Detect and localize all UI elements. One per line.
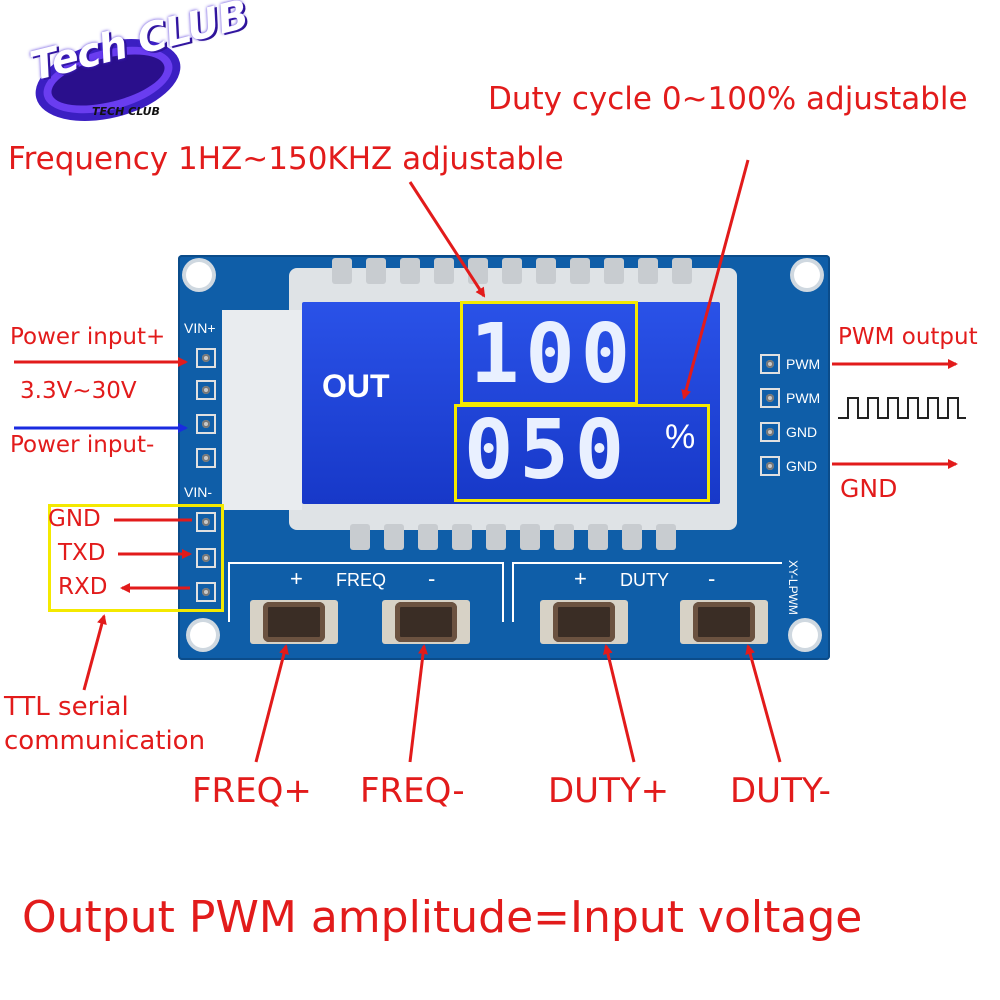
txd-label: TXD xyxy=(58,540,106,566)
duty-group-line xyxy=(512,562,514,622)
mount-hole-top-left xyxy=(186,262,212,288)
freq-plus-button[interactable] xyxy=(263,602,325,642)
lcd-pin xyxy=(468,258,488,284)
voltage-range-label: 3.3V~30V xyxy=(20,378,137,404)
silk-pwm-2: PWM xyxy=(786,390,821,406)
logo-tagline: TECH CLUB xyxy=(92,105,160,118)
lcd-glass xyxy=(222,310,302,510)
mount-hole-bottom-left xyxy=(190,622,216,648)
output-pin-pwm-2 xyxy=(760,388,780,408)
power-pin-4 xyxy=(196,448,216,468)
silk-freq-minus: - xyxy=(428,566,436,591)
duty-plus-arrow xyxy=(603,644,636,763)
power-input-plus-label: Power input+ xyxy=(10,324,166,350)
output-pin-gnd-2 xyxy=(760,456,780,476)
freq-minus-label: FREQ- xyxy=(360,771,465,811)
duty-minus-button[interactable] xyxy=(693,602,755,642)
pwm-waveform-icon xyxy=(838,397,966,419)
silk-freq-plus: + xyxy=(290,566,303,591)
lcd-pin xyxy=(332,258,352,284)
duty-cycle-annotation: Duty cycle 0~100% adjustable xyxy=(488,81,968,117)
lcd-pin xyxy=(452,524,472,550)
lcd-pin xyxy=(588,524,608,550)
duty-group-line xyxy=(512,562,782,564)
power-pin-1 xyxy=(196,348,216,368)
lcd-pin xyxy=(570,258,590,284)
lcd-pin xyxy=(554,524,574,550)
lcd-percent-unit: % xyxy=(665,418,696,456)
serial-pin-rxd xyxy=(196,582,216,602)
serial-pin-txd xyxy=(196,548,216,568)
pwm-output-label: PWM output xyxy=(838,324,978,350)
duty-plus-label: DUTY+ xyxy=(548,771,670,811)
mount-hole-top-right xyxy=(794,262,820,288)
serial-pin-gnd xyxy=(196,512,216,532)
freq-plus-label: FREQ+ xyxy=(192,771,312,811)
frequency-highlight-box xyxy=(460,301,638,405)
lcd-pin xyxy=(418,524,438,550)
lcd-pin xyxy=(638,258,658,284)
ttl-label-line2: communication xyxy=(4,726,206,756)
gnd-output-label: GND xyxy=(840,474,898,503)
silk-freq: FREQ xyxy=(336,570,387,590)
freq-group-line xyxy=(228,562,230,622)
silk-gnd-1: GND xyxy=(786,424,818,440)
silk-duty: DUTY xyxy=(620,570,669,590)
lcd-pin xyxy=(502,258,522,284)
silk-vin-plus: VIN+ xyxy=(184,320,216,336)
serial-highlight-box xyxy=(48,504,224,612)
ttl-arrow xyxy=(82,614,107,691)
silk-duty-plus: + xyxy=(574,566,587,591)
silk-pwm-1: PWM xyxy=(786,356,821,372)
duty-minus-label: DUTY- xyxy=(730,771,831,811)
freq-group-line xyxy=(228,562,504,564)
silk-duty-minus: - xyxy=(708,566,716,591)
lcd-frequency-value: 100 xyxy=(470,307,637,402)
tech-club-logo xyxy=(28,22,188,142)
freq-minus-button[interactable] xyxy=(395,602,457,642)
frequency-annotation: Frequency 1HZ~150KHZ adjustable xyxy=(8,141,564,177)
freq-minus-arrow xyxy=(408,644,429,763)
power-pin-2 xyxy=(196,380,216,400)
power-input-minus-label: Power input- xyxy=(10,432,155,458)
lcd-pin xyxy=(520,524,540,550)
gnd-serial-label: GND xyxy=(48,506,101,532)
lcd-duty-value: 050 xyxy=(464,403,631,498)
power-pin-3 xyxy=(196,414,216,434)
lcd-pin xyxy=(604,258,624,284)
lcd-pin xyxy=(384,524,404,550)
freq-plus-arrow xyxy=(254,644,289,763)
mount-hole-bottom-right xyxy=(792,622,818,648)
lcd-pin xyxy=(656,524,676,550)
lcd-pin xyxy=(536,258,556,284)
output-pin-pwm-1 xyxy=(760,354,780,374)
logo-swoosh-icon xyxy=(35,39,181,121)
lcd-pin xyxy=(672,258,692,284)
lcd-pin xyxy=(486,524,506,550)
lcd-pin xyxy=(366,258,386,284)
silk-gnd-2: GND xyxy=(786,458,818,474)
output-pin-gnd-1 xyxy=(760,422,780,442)
ttl-label-line1: TTL serial xyxy=(4,692,129,722)
lcd-pin xyxy=(350,524,370,550)
duty-plus-button[interactable] xyxy=(553,602,615,642)
lcd-pin xyxy=(400,258,420,284)
duty-minus-arrow xyxy=(745,644,782,763)
rxd-label: RXD xyxy=(58,574,108,600)
footer-caption: Output PWM amplitude=Input voltage xyxy=(22,892,863,943)
duty-highlight-box xyxy=(454,404,710,502)
lcd-pin xyxy=(434,258,454,284)
silk-model: XY-LPWM xyxy=(786,560,800,615)
freq-group-line xyxy=(502,562,504,622)
lcd-pin xyxy=(622,524,642,550)
silk-vin-minus: VIN- xyxy=(184,484,212,500)
lcd-out-label: OUT xyxy=(322,368,390,404)
